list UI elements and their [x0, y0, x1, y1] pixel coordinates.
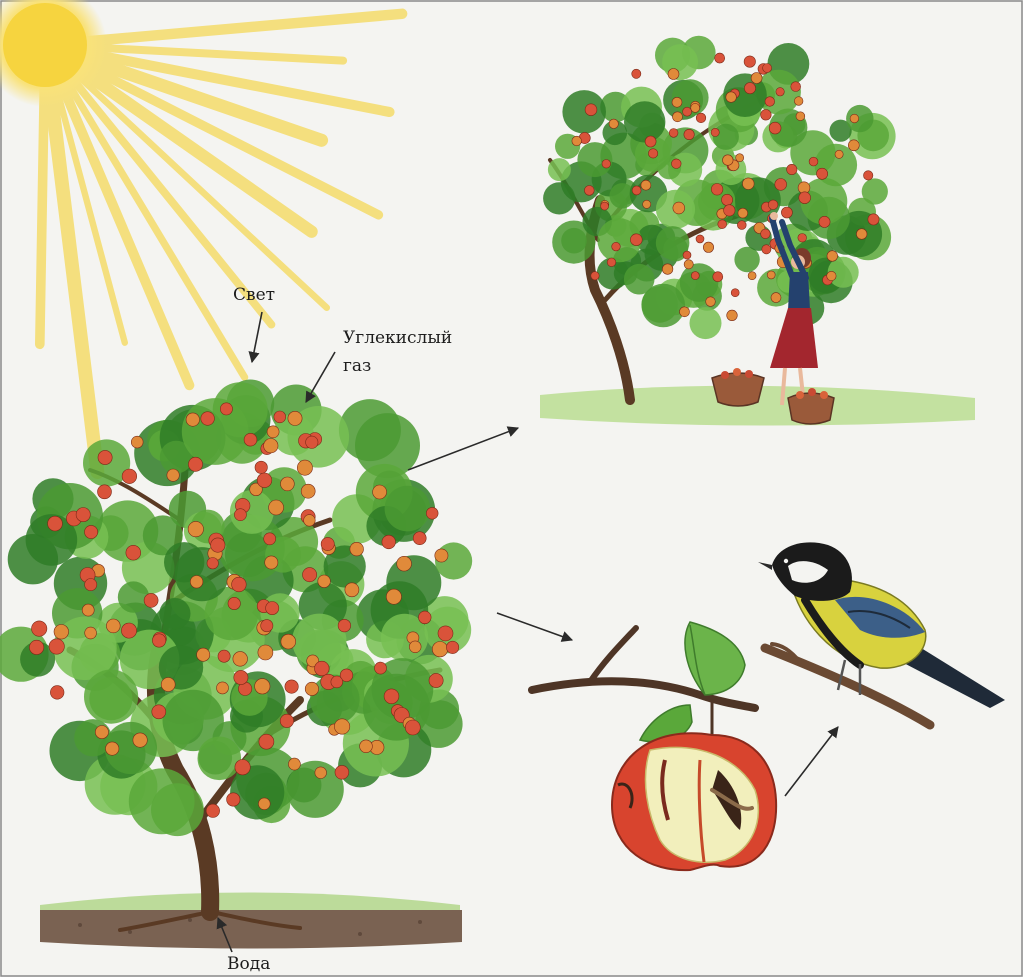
to-harvest-arrow [408, 428, 518, 470]
light-label: Свет [233, 285, 275, 305]
water-label: Вода [227, 954, 270, 974]
great-tit-icon [758, 542, 1005, 725]
to-bird-arrow [785, 727, 838, 796]
carbon-dioxide-label-line1: Углекислый [343, 328, 452, 348]
apple-tree-icon [0, 380, 472, 949]
co2-arrow [306, 352, 335, 402]
to-apple-arrow [497, 613, 572, 640]
carbon-dioxide-label-line2: газ [343, 356, 371, 376]
eaten-apple-icon [532, 622, 776, 870]
light-arrow [252, 312, 262, 362]
person-harvesting-icon [540, 36, 975, 426]
